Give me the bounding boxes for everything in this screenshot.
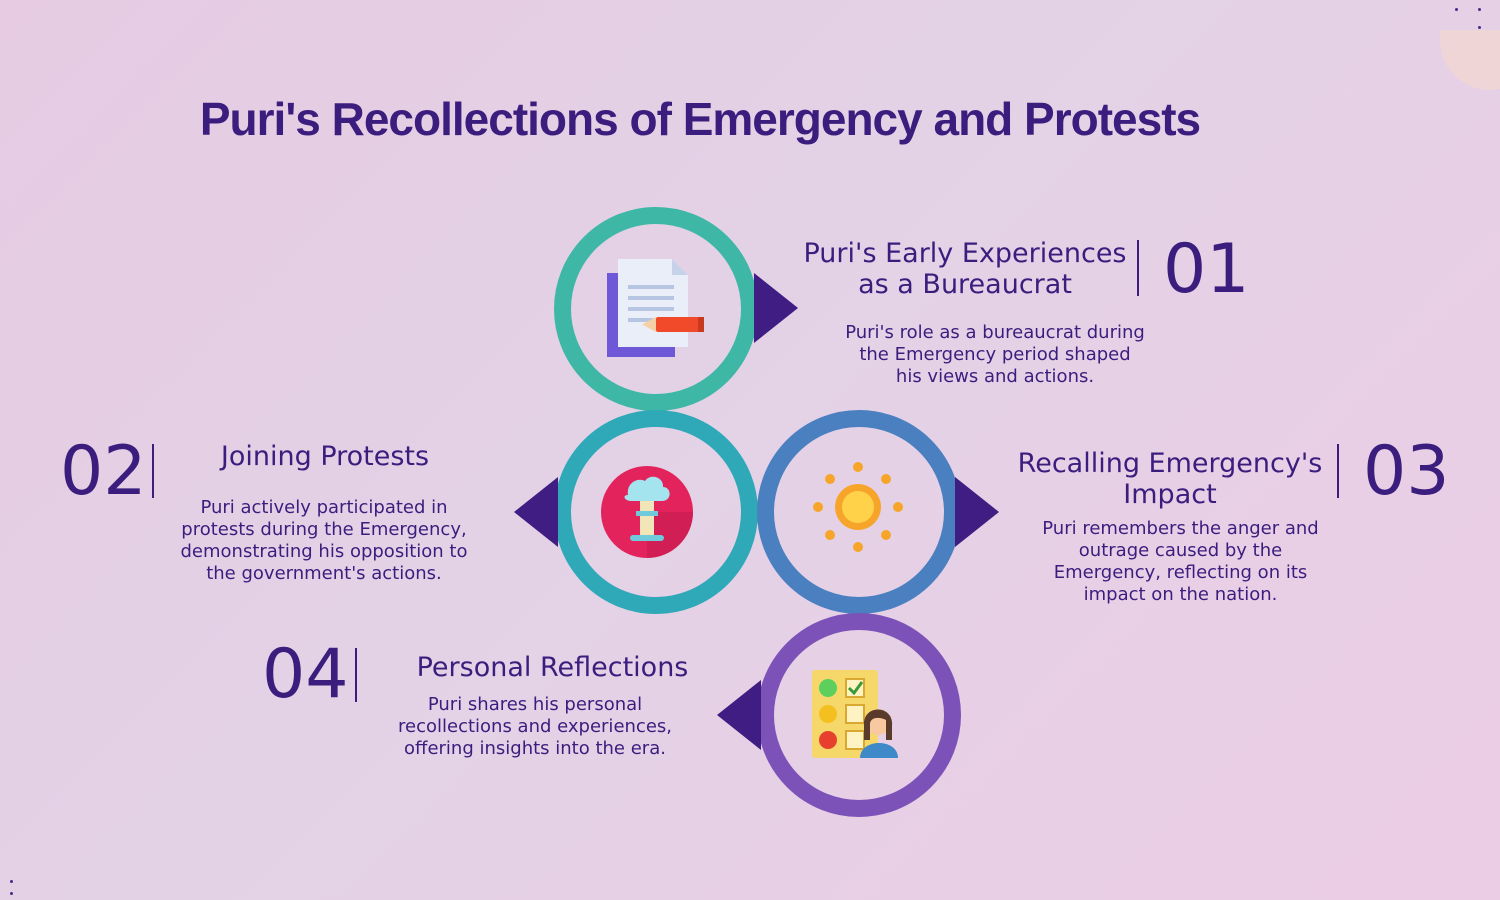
- step-4-heading: Personal Reflections: [416, 652, 689, 683]
- step-1-heading: Puri's Early Experiences as a Bureaucrat: [803, 238, 1127, 300]
- feedback-person-icon: [812, 670, 898, 758]
- page-title: Puri's Recollections of Emergency and Pr…: [199, 93, 1201, 145]
- step-4-divider: [355, 648, 357, 702]
- explosion-icon: [601, 466, 693, 558]
- decorative-dot: [1478, 8, 1481, 11]
- decorative-dot: [1455, 8, 1458, 11]
- step-2-number: 02: [60, 432, 147, 511]
- step-3-arrow: [955, 477, 999, 547]
- step-4-description: Puri shares his personal recollections a…: [398, 694, 672, 759]
- decorative-dot: [1478, 26, 1481, 29]
- step-1-number: 01: [1163, 230, 1250, 309]
- step-3-divider: [1337, 444, 1339, 498]
- step-2-arrow: [514, 477, 558, 547]
- decorative-dot: [10, 880, 13, 883]
- decorative-dot: [10, 892, 13, 895]
- document-pencil-icon: [607, 259, 704, 357]
- step-4-arrow: [717, 680, 761, 750]
- step-1-divider: [1137, 240, 1139, 296]
- step-3-heading: Recalling Emergency's Impact: [1017, 448, 1323, 510]
- step-2-description: Puri actively participated in protests d…: [180, 497, 468, 584]
- step-3-number: 03: [1363, 432, 1450, 511]
- step-2-divider: [152, 444, 154, 498]
- sun-icon: [813, 462, 903, 552]
- decorative-shape: [1440, 30, 1500, 90]
- step-3-description: Puri remembers the anger and outrage cau…: [1042, 518, 1319, 605]
- step-2-heading: Joining Protests: [220, 441, 430, 472]
- step-4-number: 04: [262, 635, 349, 714]
- step-1-description: Puri's role as a bureaucrat during the E…: [845, 322, 1145, 387]
- step-1-arrow: [754, 273, 798, 343]
